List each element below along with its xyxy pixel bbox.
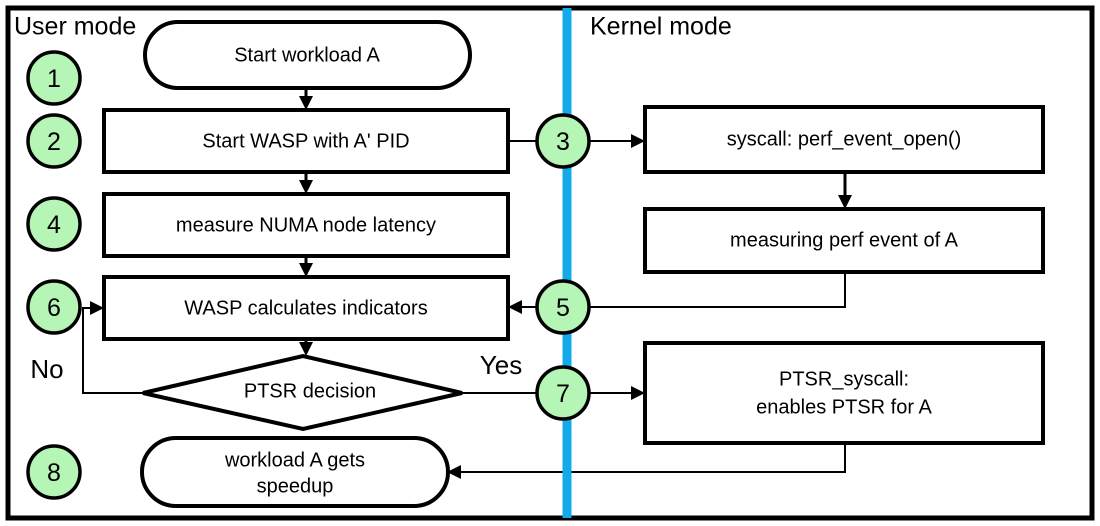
step-marker-7: 7 bbox=[535, 365, 591, 421]
step-marker-3: 3 bbox=[535, 113, 591, 169]
connector-syscall-to-measuring bbox=[838, 172, 852, 209]
node-start-wasp-label: Start WASP with A' PID bbox=[202, 130, 409, 152]
node-measure-numa bbox=[102, 192, 510, 258]
branch-label-no: No bbox=[30, 354, 63, 384]
node-wasp-calculates-label: WASP calculates indicators bbox=[184, 297, 427, 319]
node-start-wasp bbox=[102, 108, 510, 174]
node-ptsr-syscall-label-line2: enables PTSR for A bbox=[756, 396, 932, 418]
step-marker-5: 5 bbox=[535, 279, 591, 335]
step-marker-1-label: 1 bbox=[47, 65, 61, 93]
connector-step3-to-syscall bbox=[589, 134, 645, 148]
connector-numa-to-calculates bbox=[299, 256, 313, 277]
node-wasp-calculates bbox=[102, 275, 510, 341]
node-measure-numa-label: measure NUMA node latency bbox=[176, 214, 436, 236]
connector-step5-to-calculates bbox=[508, 300, 538, 314]
node-workload-speedup-label-line2: speedup bbox=[257, 475, 334, 497]
node-ptsr-syscall bbox=[643, 341, 1045, 445]
connector-calculates-to-decision bbox=[299, 339, 313, 356]
diagram-border bbox=[5, 5, 1095, 521]
step-marker-8-label: 8 bbox=[47, 459, 61, 487]
step-marker-6: 6 bbox=[26, 279, 82, 335]
node-ptsr-decision bbox=[142, 353, 463, 432]
step-marker-3-label: 3 bbox=[556, 128, 570, 156]
kernel-mode-title: Kernel mode bbox=[590, 13, 732, 41]
node-start-workload-label: Start workload A bbox=[234, 44, 380, 66]
connector-ptsr-to-speedup bbox=[447, 443, 846, 479]
connector-step7-to-ptsr bbox=[589, 386, 645, 400]
node-syscall-perf-open-label: syscall: perf_event_open() bbox=[727, 128, 962, 150]
node-syscall-perf-open bbox=[643, 105, 1045, 174]
connector-wasp-to-numa bbox=[299, 172, 313, 194]
node-measuring-perf bbox=[643, 207, 1045, 274]
node-workload-speedup-label-line1: workload A gets bbox=[224, 449, 365, 471]
node-workload-speedup bbox=[140, 436, 450, 508]
user-mode-title: User mode bbox=[14, 13, 136, 41]
step-marker-7-label: 7 bbox=[556, 380, 570, 408]
step-marker-5-label: 5 bbox=[556, 294, 570, 322]
step-marker-2: 2 bbox=[26, 113, 82, 169]
connector-no-feedback bbox=[82, 301, 143, 394]
step-marker-4-label: 4 bbox=[47, 211, 61, 239]
connector-start-to-wasp bbox=[299, 88, 313, 110]
node-measuring-perf-label: measuring perf event of A bbox=[730, 229, 959, 251]
step-marker-4: 4 bbox=[26, 196, 82, 252]
step-marker-1: 1 bbox=[26, 50, 82, 106]
step-marker-6-label: 6 bbox=[47, 294, 61, 322]
node-ptsr-decision-label: PTSR decision bbox=[244, 380, 376, 402]
node-ptsr-syscall-label-line1: PTSR_syscall: bbox=[779, 368, 909, 390]
step-marker-2-label: 2 bbox=[47, 128, 61, 156]
node-start-workload bbox=[143, 20, 472, 90]
connector-measuring-to-step5 bbox=[589, 272, 846, 308]
branch-label-yes: Yes bbox=[480, 350, 522, 380]
step-marker-8: 8 bbox=[26, 444, 82, 500]
